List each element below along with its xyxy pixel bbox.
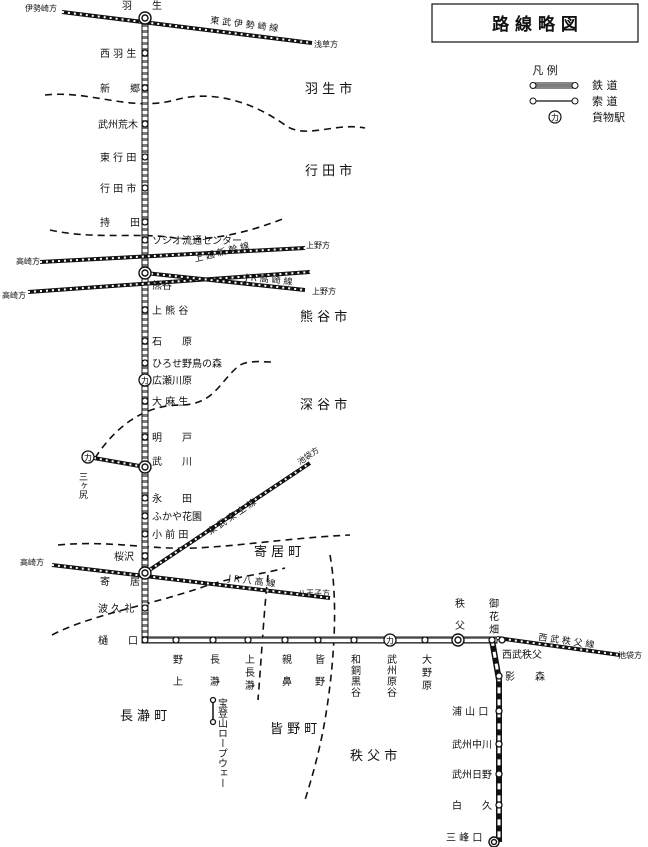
station-mitsumineguchi: 三 峰 口 — [446, 832, 482, 844]
station-markers — [141, 49, 506, 809]
station-takekawa: 武 川 — [152, 455, 192, 468]
dir-takasaki-2: 高崎方 — [2, 290, 26, 300]
region-chichibu: 秩 父 市 — [350, 748, 397, 764]
station-yorii: 寄 居 — [100, 575, 140, 588]
station-nagatoro: 長瀞 — [208, 654, 220, 698]
legend-railway: 鉄 道 — [592, 78, 618, 92]
region-hanyu: 羽 生 市 — [305, 81, 352, 97]
dir-takasaki-3: 高崎方 — [20, 557, 44, 567]
station-kami-kumagaya: 上 熊 谷 — [152, 304, 188, 317]
station-shingo: 新 郷 — [100, 82, 140, 95]
map-title: 路 線 略 図 — [492, 14, 578, 35]
junction-markers — [138, 11, 500, 847]
station-aketo: 明 戸 — [152, 432, 192, 444]
station-ohanabatake-2: 御花畑 — [487, 597, 499, 637]
other-lines — [27, 10, 621, 722]
station-hirose: ひろせ野鳥の森 — [152, 357, 222, 370]
station-hirosegawara: 広瀬川原 — [152, 374, 192, 387]
freight-markers: カ カ カ — [81, 373, 397, 647]
station-mikajiri: 三ヶ尻 — [77, 472, 88, 500]
label-ropeway: 宝登山ロープウェー — [216, 697, 228, 788]
dir-hachioji: 八王子方 — [298, 588, 330, 598]
station-soshio: ソシオ流通センター — [152, 234, 242, 247]
station-hanyu: 羽 生 — [122, 0, 162, 12]
station-oyahana: 親鼻 — [280, 653, 292, 698]
station-hakuraku: 波 久 礼 — [98, 602, 134, 615]
chichibu-railway — [141, 17, 502, 842]
station-nokami: 野上 — [171, 654, 183, 698]
dir-isesaki: 伊勢崎方 — [25, 3, 57, 13]
station-labels: 羽 生 西 羽 生 新 郷 武州荒木 東 行 田 行 田 市 持 田 ソシオ流通… — [77, 0, 545, 844]
station-urayamaguchi: 浦 山 口 — [452, 705, 488, 718]
station-wadokuroya: 和銅黒谷 — [349, 654, 361, 698]
dir-takasaki-1: 高崎方 — [16, 256, 40, 266]
station-ishiwara: 石 原 — [152, 336, 192, 348]
station-seibu-chichibu: 西武秩父 — [502, 648, 542, 661]
legend: 凡 例 鉄 道 索 道 カ 貨物駅 — [529, 63, 625, 124]
station-kumagaya: 熊谷 — [152, 279, 172, 292]
station-gyodashi: 行 田 市 — [100, 182, 136, 195]
dir-ikebukuro-2: 池袋方 — [618, 650, 642, 660]
station-mochida: 持 田 — [100, 216, 140, 229]
label-tobu-tojo: 東 武 東 上 線 — [205, 496, 259, 538]
legend-freight-mark: カ — [550, 113, 559, 124]
region-nagatoro: 長 瀞 町 — [120, 708, 167, 724]
station-bushu-harayaya: 武州原谷 — [385, 653, 397, 698]
station-higuchi: 樋 口 — [98, 634, 138, 647]
station-sakurazawa: 桜沢 — [114, 550, 134, 563]
region-minano: 皆 野 町 — [270, 722, 317, 737]
station-bushu-araki: 武州荒木 — [98, 118, 138, 131]
station-nagata: 永 田 — [152, 492, 192, 505]
dir-ueno-1: 上野方 — [306, 240, 330, 250]
freight-mark-hirosegawara: カ — [140, 376, 149, 387]
station-bushu-hino: 武州日野 — [452, 768, 492, 781]
municipal-boundaries — [44, 93, 366, 801]
dir-ueno-2: 上野方 — [312, 286, 336, 296]
station-fukaya-kaen: ふかや花園 — [152, 510, 202, 523]
region-gyoda: 行 田 市 — [305, 163, 352, 179]
station-ohanabatake: 大野原 — [420, 653, 432, 693]
region-yorii: 寄 居 町 — [254, 544, 301, 560]
dir-asakusa: 浅草方 — [314, 39, 338, 49]
station-oasou: 大 麻 生 — [152, 395, 188, 408]
station-chichibu: 秩父 — [453, 598, 465, 642]
legend-freight: 貨物駅 — [592, 110, 625, 124]
station-higashi-gyoda: 東 行 田 — [100, 151, 136, 164]
legend-heading: 凡 例 — [532, 63, 558, 77]
legend-ropeway: 索 道 — [592, 94, 618, 108]
freight-mark-bushu-harayaya: カ — [385, 636, 394, 647]
station-kagemori: 影 森 — [505, 670, 545, 683]
region-fukaya: 深 谷 市 — [300, 397, 347, 413]
freight-mark-mikajiri: カ — [83, 453, 92, 464]
station-kaminagatoro: 上長瀞 — [243, 654, 255, 693]
title-box — [431, 3, 639, 43]
station-nishi-hanyu: 西 羽 生 — [100, 47, 136, 60]
station-minano: 皆野 — [313, 654, 325, 698]
station-obusada: 小 前 田 — [152, 528, 188, 541]
station-bushu-nakagawa: 武州中川 — [452, 738, 492, 751]
station-shiroku: 白 久 — [452, 799, 492, 812]
region-labels: 羽 生 市 行 田 市 熊 谷 市 深 谷 市 寄 居 町 長 瀞 町 皆 野 … — [120, 81, 397, 764]
region-kumagaya: 熊 谷 市 — [300, 309, 347, 325]
